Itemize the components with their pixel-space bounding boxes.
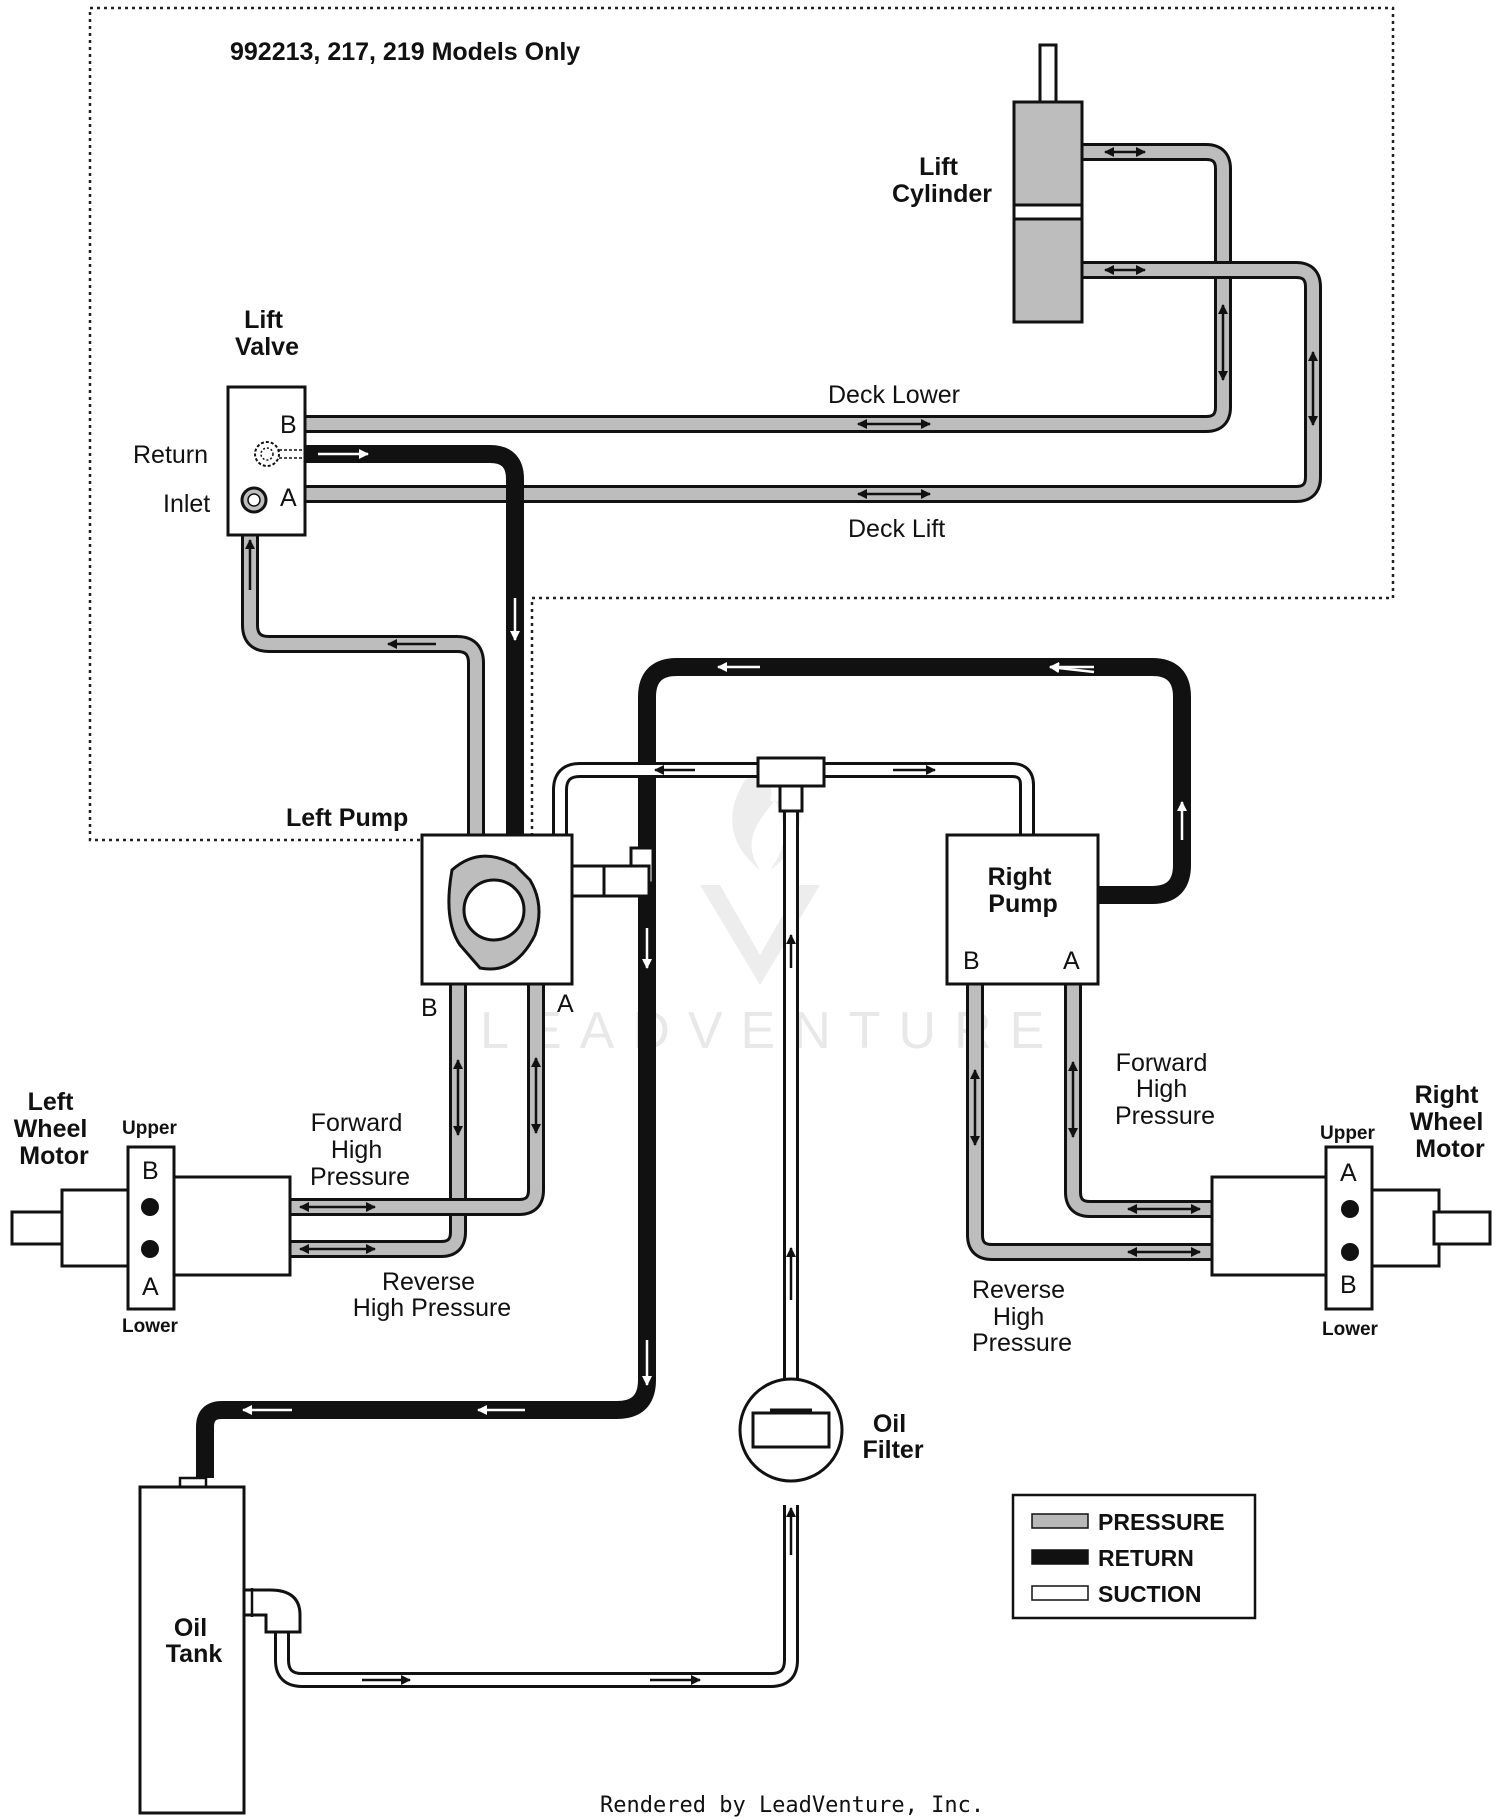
right-wheel-motor-label-line: Motor xyxy=(1415,1135,1485,1163)
left-forward-label-line: Pressure xyxy=(310,1163,410,1191)
legend-label-suction: SUCTION xyxy=(1098,1581,1202,1607)
right-reverse-label: Reverse High Pressure xyxy=(972,1276,1072,1357)
deck-lower-label: Deck Lower xyxy=(828,381,960,409)
left-pump-port-b: B xyxy=(421,994,438,1022)
left-wheel-motor-label: Left Wheel Motor xyxy=(14,1088,95,1170)
right-reverse-label-line: Pressure xyxy=(972,1329,1072,1357)
oil-filter-label: Oil Filter xyxy=(862,1410,923,1464)
left-reverse-label-line: High Pressure xyxy=(353,1294,511,1322)
left-pump-label: Left Pump xyxy=(286,804,408,832)
oil-filter-label-line: Filter xyxy=(862,1436,923,1464)
oil-filter-label-line: Oil xyxy=(873,1410,906,1438)
right-wheel-motor xyxy=(1210,1145,1492,1311)
return-port-label: Return xyxy=(133,441,208,469)
right-wheel-motor-label-line: Wheel xyxy=(1410,1108,1484,1136)
right-pump-label: Right Pump xyxy=(988,863,1059,918)
hoses xyxy=(150,143,1352,1688)
lift-valve-label: Lift Valve xyxy=(235,306,299,361)
left-reverse-label: Reverse High Pressure xyxy=(353,1268,511,1322)
lift-cylinder-label-line: Lift xyxy=(919,153,959,181)
right-motor-port-a: A xyxy=(1340,1159,1357,1187)
watermark-text: LEADVENTURE xyxy=(480,1002,1062,1060)
right-wheel-motor-label-line: Right xyxy=(1415,1081,1480,1109)
right-pump xyxy=(945,833,1100,986)
lift-cylinder-label: Lift Cylinder xyxy=(892,153,992,208)
left-wheel-motor xyxy=(10,1145,292,1311)
lift-valve-label-line: Valve xyxy=(235,333,299,361)
deck-lift-label: Deck Lift xyxy=(848,515,945,543)
right-forward-label-line: Forward xyxy=(1116,1049,1208,1077)
right-reverse-label-line: High xyxy=(993,1303,1044,1331)
legend-swatch-suction xyxy=(1031,1585,1089,1601)
right-pump-label-line: Pump xyxy=(988,890,1057,918)
return-hoses xyxy=(196,445,1191,1478)
oil-tank-label-line: Tank xyxy=(166,1640,223,1668)
lift-valve-label-line: Lift xyxy=(244,306,284,334)
right-motor-upper-label: Upper xyxy=(1320,1123,1376,1144)
oil-tank xyxy=(138,1476,302,1815)
left-motor-upper-label: Upper xyxy=(122,1118,178,1139)
left-wheel-motor-label-line: Wheel xyxy=(14,1115,88,1143)
footer-credit: Rendered by LeadVenture, Inc. xyxy=(600,1793,984,1818)
legend-swatch-pressure xyxy=(1031,1513,1089,1529)
right-pump-port-b: B xyxy=(963,947,980,975)
legend-label-return: RETURN xyxy=(1098,1545,1194,1571)
left-pump xyxy=(420,833,655,986)
lift-cylinder xyxy=(1012,43,1084,324)
legend: PRESSURE RETURN SUCTION xyxy=(1011,1493,1257,1620)
right-pump-label-line: Right xyxy=(988,863,1053,891)
diagram-title: 992213, 217, 219 Models Only xyxy=(230,38,580,66)
right-forward-label-line: High xyxy=(1136,1075,1187,1103)
left-motor-port-a: A xyxy=(142,1273,159,1301)
right-reverse-label-line: Reverse xyxy=(972,1276,1065,1304)
lift-valve xyxy=(226,385,307,537)
left-forward-label-line: Forward xyxy=(311,1109,403,1137)
right-forward-label-line: Pressure xyxy=(1115,1102,1215,1130)
suction-tee xyxy=(756,756,826,788)
left-motor-port-b: B xyxy=(142,1157,159,1185)
right-motor-port-b: B xyxy=(1340,1271,1357,1299)
oil-filter xyxy=(738,1377,844,1483)
left-motor-lower-label: Lower xyxy=(122,1316,179,1337)
left-wheel-motor-label-line: Left xyxy=(28,1088,75,1116)
right-forward-label: Forward High Pressure xyxy=(1115,1049,1215,1130)
left-reverse-label-line: Reverse xyxy=(382,1268,475,1296)
right-wheel-motor-label: Right Wheel Motor xyxy=(1410,1081,1491,1163)
left-pump-port-a: A xyxy=(557,990,574,1018)
lift-cylinder-label-line: Cylinder xyxy=(892,180,992,208)
legend-label-pressure: PRESSURE xyxy=(1098,1509,1225,1535)
suction-tee-stem xyxy=(778,784,804,813)
models-only-region xyxy=(88,6,1395,842)
left-forward-label-line: High xyxy=(331,1136,382,1164)
lift-valve-port-a: A xyxy=(280,484,297,512)
left-wheel-motor-label-line: Motor xyxy=(19,1142,89,1170)
return-flow-arrows xyxy=(242,449,1187,1415)
legend-swatch-return xyxy=(1031,1549,1089,1565)
left-forward-label: Forward High Pressure xyxy=(310,1109,410,1191)
oil-tank-label: Oil Tank xyxy=(166,1614,223,1668)
right-motor-lower-label: Lower xyxy=(1322,1319,1379,1340)
inlet-port-label: Inlet xyxy=(163,490,210,518)
flow-arrows xyxy=(245,147,1318,1685)
oil-tank-label-line: Oil xyxy=(174,1614,207,1642)
lift-valve-port-b: B xyxy=(280,411,297,439)
right-pump-port-a: A xyxy=(1063,947,1080,975)
